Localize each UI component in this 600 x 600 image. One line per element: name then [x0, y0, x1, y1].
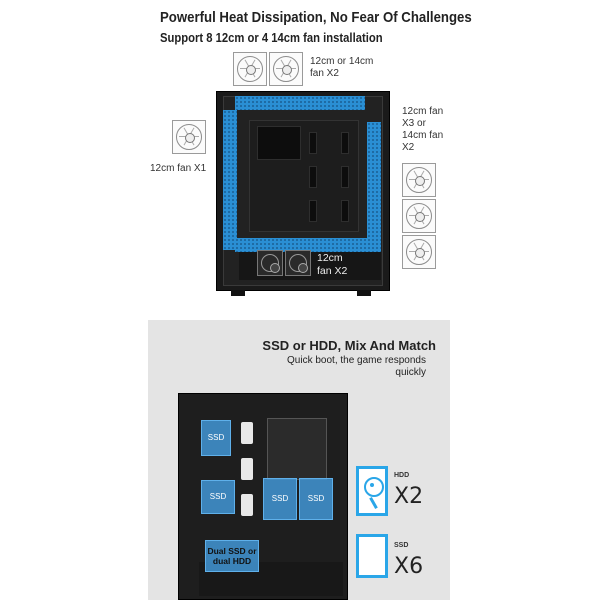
fan-icon	[257, 250, 283, 276]
hdd-count: X2	[394, 484, 424, 509]
case-foot	[231, 290, 245, 296]
storage-support-panel: SSD or HDD, Mix And Match Quick boot, th…	[148, 320, 450, 600]
ssd-mount: SSD	[299, 478, 333, 520]
fan-icon	[402, 199, 436, 233]
storage-panel-subtitle: Quick boot, the game responds quickly	[287, 355, 426, 378]
cable-grommet	[241, 494, 253, 516]
ssd-caption: SSD	[394, 542, 409, 549]
ssd-mount: SSD	[263, 478, 297, 520]
motherboard-cutout	[267, 418, 327, 480]
fan-icon	[285, 250, 311, 276]
psu-shroud-fan-mount-highlight	[235, 238, 381, 252]
hdd-icon	[356, 466, 388, 516]
top-fan-mount-highlight	[235, 96, 365, 110]
ssd-icon	[356, 534, 388, 578]
front-fan-mount-highlight	[367, 122, 381, 252]
case-foot	[357, 290, 371, 296]
pc-case-storage-view: SSD SSD SSD SSD Dual SSD or dual HDD	[178, 393, 348, 600]
cpu-cutout	[257, 126, 301, 160]
right-fan-label: 12cm fan X3 or 14cm fan X2	[402, 106, 444, 153]
fan-icon	[402, 163, 436, 197]
cable-hole	[341, 200, 349, 222]
pc-case-fan-view: 12cm fan X2	[216, 91, 390, 296]
cable-grommet	[241, 422, 253, 444]
cable-hole	[309, 166, 317, 188]
top-fan-label: 12cm or 14cm fan X2	[310, 56, 374, 79]
hdd-caption: HDD	[394, 472, 410, 479]
fan-panel-subtitle: Support 8 12cm or 4 14cm fan installatio…	[160, 31, 383, 45]
ssd-mount: SSD	[201, 420, 231, 456]
storage-panel-title: SSD or HDD, Mix And Match	[262, 338, 436, 353]
ssd-mount: SSD	[201, 480, 235, 514]
fan-icon	[402, 235, 436, 269]
left-fan-label: 12cm fan X1	[150, 163, 207, 174]
fan-icon	[269, 52, 303, 86]
cable-grommet	[241, 458, 253, 480]
cable-hole	[341, 132, 349, 154]
cable-hole	[309, 200, 317, 222]
fan-panel-title: Powerful Heat Dissipation, No Fear Of Ch…	[160, 9, 472, 26]
rear-fan-mount-highlight	[223, 110, 237, 250]
fan-support-panel: Powerful Heat Dissipation, No Fear Of Ch…	[150, 9, 472, 296]
bottom-fan-label: 12cm fan X2	[317, 252, 348, 277]
cable-hole	[309, 132, 317, 154]
ssd-count: X6	[394, 554, 424, 579]
fan-icon	[172, 120, 206, 154]
dual-drive-bay: Dual SSD or dual HDD	[205, 540, 259, 572]
fan-icon	[233, 52, 267, 86]
cable-hole	[341, 166, 349, 188]
